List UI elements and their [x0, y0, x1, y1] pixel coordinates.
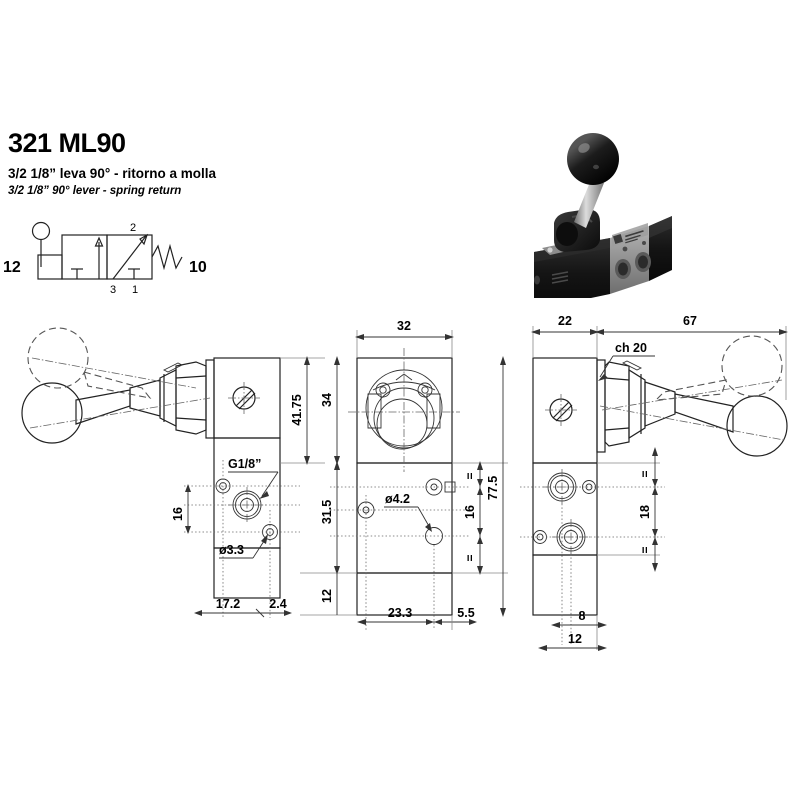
photo-label-text: [625, 230, 644, 244]
subtitle-english: 3/2 1/8” 90° lever - spring return: [8, 185, 182, 197]
photo-mid-block: [610, 223, 651, 294]
symbol-label-12: 12: [3, 259, 21, 276]
page-title: 321 ML90: [8, 128, 126, 158]
right-ball-knob: [726, 395, 788, 457]
left-callout-dia33: ø3.3: [219, 534, 268, 559]
left-dim-bottom-group: 17.2 2.4: [194, 597, 292, 618]
product-photo: [534, 133, 672, 298]
mid-dim-23p3-label: 23.3: [388, 606, 412, 620]
left-flange-plate: [205, 359, 215, 439]
right-dim-eq-upper: =: [638, 470, 652, 477]
subtitle-italian: 3/2 1/8” leva 90° - ritorno a molla: [8, 166, 216, 181]
left-lever-axis: [29, 397, 211, 429]
right-lever-assembly: [599, 360, 788, 457]
left-lever-alt-axis: [31, 357, 197, 389]
right-lever-alt-position: [601, 335, 783, 411]
right-lever-axis: [599, 405, 785, 441]
right-small-port-upper: [582, 480, 596, 494]
mid-dim-34-label: 34: [320, 393, 334, 407]
right-callout-ch20: ch 20: [598, 341, 655, 381]
right-lever-alt-axis: [601, 379, 783, 411]
right-dim-18-label: 18: [638, 505, 652, 519]
symbol-flow-arrowhead-a: [94, 236, 104, 247]
mid-dim-eq-lower: =: [463, 554, 477, 561]
photo-right-block: [649, 216, 672, 281]
right-dim-18-group: = 18 =: [597, 447, 660, 572]
left-dim-2p4-label: 2.4: [269, 597, 286, 611]
left-main-port-g18: [228, 487, 266, 524]
right-dim-67-label: 67: [683, 314, 697, 328]
mid-dim-12-label: 12: [320, 589, 334, 603]
right-dim-12-label: 12: [568, 632, 582, 646]
right-body-lower: [532, 554, 598, 616]
photo-lever-knob: [567, 133, 619, 185]
pneumatic-symbol-diagram: 12 10 2 3 1: [3, 221, 207, 296]
mid-dim-eq-upper: =: [463, 472, 477, 479]
right-dim-8-label: 8: [579, 609, 586, 623]
mid-dim-12: 12: [300, 572, 357, 616]
lever-actuator-icon: [31, 221, 51, 241]
right-dim-eq-lower: =: [638, 546, 652, 553]
mid-dim-32-label: 32: [397, 319, 411, 333]
mid-dim-34: 34: [320, 356, 340, 465]
left-lever-assembly: [21, 361, 211, 444]
right-slot-screw: [545, 394, 577, 426]
mid-dim-31p5: 31.5: [320, 461, 340, 575]
mid-dim-31p5-label: 31.5: [320, 500, 334, 524]
right-dim-top-group: 22 67: [531, 314, 788, 400]
right-callout-ch20-label: ch 20: [615, 341, 647, 355]
mid-dim-32: 32: [355, 319, 454, 358]
mid-body-lower: [356, 572, 453, 616]
left-callout-dia33-label: ø3.3: [219, 543, 244, 557]
left-slot-screw: [228, 382, 260, 414]
photo-lever-shaft: [574, 177, 604, 228]
symbol-label-port1: 1: [132, 284, 138, 296]
right-body-upper: [532, 357, 598, 464]
mid-dim-41p75: 41.75: [280, 356, 325, 465]
left-lever-alt-position: [27, 327, 197, 399]
left-dim-17p2-label: 17.2: [216, 597, 240, 611]
right-dim-bottom-group: 8 12: [538, 609, 607, 651]
right-body-middle: [532, 462, 598, 556]
mid-dim-41p75-label: 41.75: [290, 394, 304, 425]
mid-dim-77p5-label: 77.5: [486, 476, 500, 500]
view-middle: ø4.2 32 41.75: [280, 319, 508, 630]
mid-body-upper: [356, 357, 453, 464]
mid-dim-16-label: 16: [463, 505, 477, 519]
mid-callout-dia42: ø4.2: [384, 492, 432, 532]
mid-actuator-feature: [348, 348, 460, 472]
technical-drawing: G1/8” ø3.3 16: [21, 314, 788, 651]
spring-return-icon: [151, 243, 183, 271]
header-block: 321 ML90 3/2 1/8” leva 90° - ritorno a m…: [8, 128, 348, 198]
view-right: ch 20 22 67: [520, 314, 788, 651]
right-dim-22-label: 22: [558, 314, 572, 328]
mid-callout-dia42-label: ø4.2: [385, 492, 410, 506]
view-left: G1/8” ø3.3 16: [21, 327, 300, 618]
left-ball-knob: [21, 382, 83, 444]
mid-dim-right-group: = 16 = 77.5: [452, 356, 508, 617]
symbol-label-10: 10: [189, 259, 207, 276]
left-callout-g18: G1/8”: [228, 457, 279, 499]
symbol-diagonal-line-b: [112, 235, 147, 280]
left-dim-16: 16: [171, 484, 191, 534]
symbol-label-port3: 3: [110, 284, 116, 296]
symbol-label-port2: 2: [130, 222, 136, 234]
symbol-diagonal-arrowhead-b: [139, 233, 149, 246]
left-body-lower: [213, 547, 281, 599]
mid-dim-bottom-group: 23.3 5.5: [357, 606, 477, 630]
mid-dim-5p5-label: 5.5: [457, 606, 474, 620]
left-callout-g18-label: G1/8”: [228, 457, 261, 471]
left-dim-16-label: 16: [171, 507, 185, 521]
